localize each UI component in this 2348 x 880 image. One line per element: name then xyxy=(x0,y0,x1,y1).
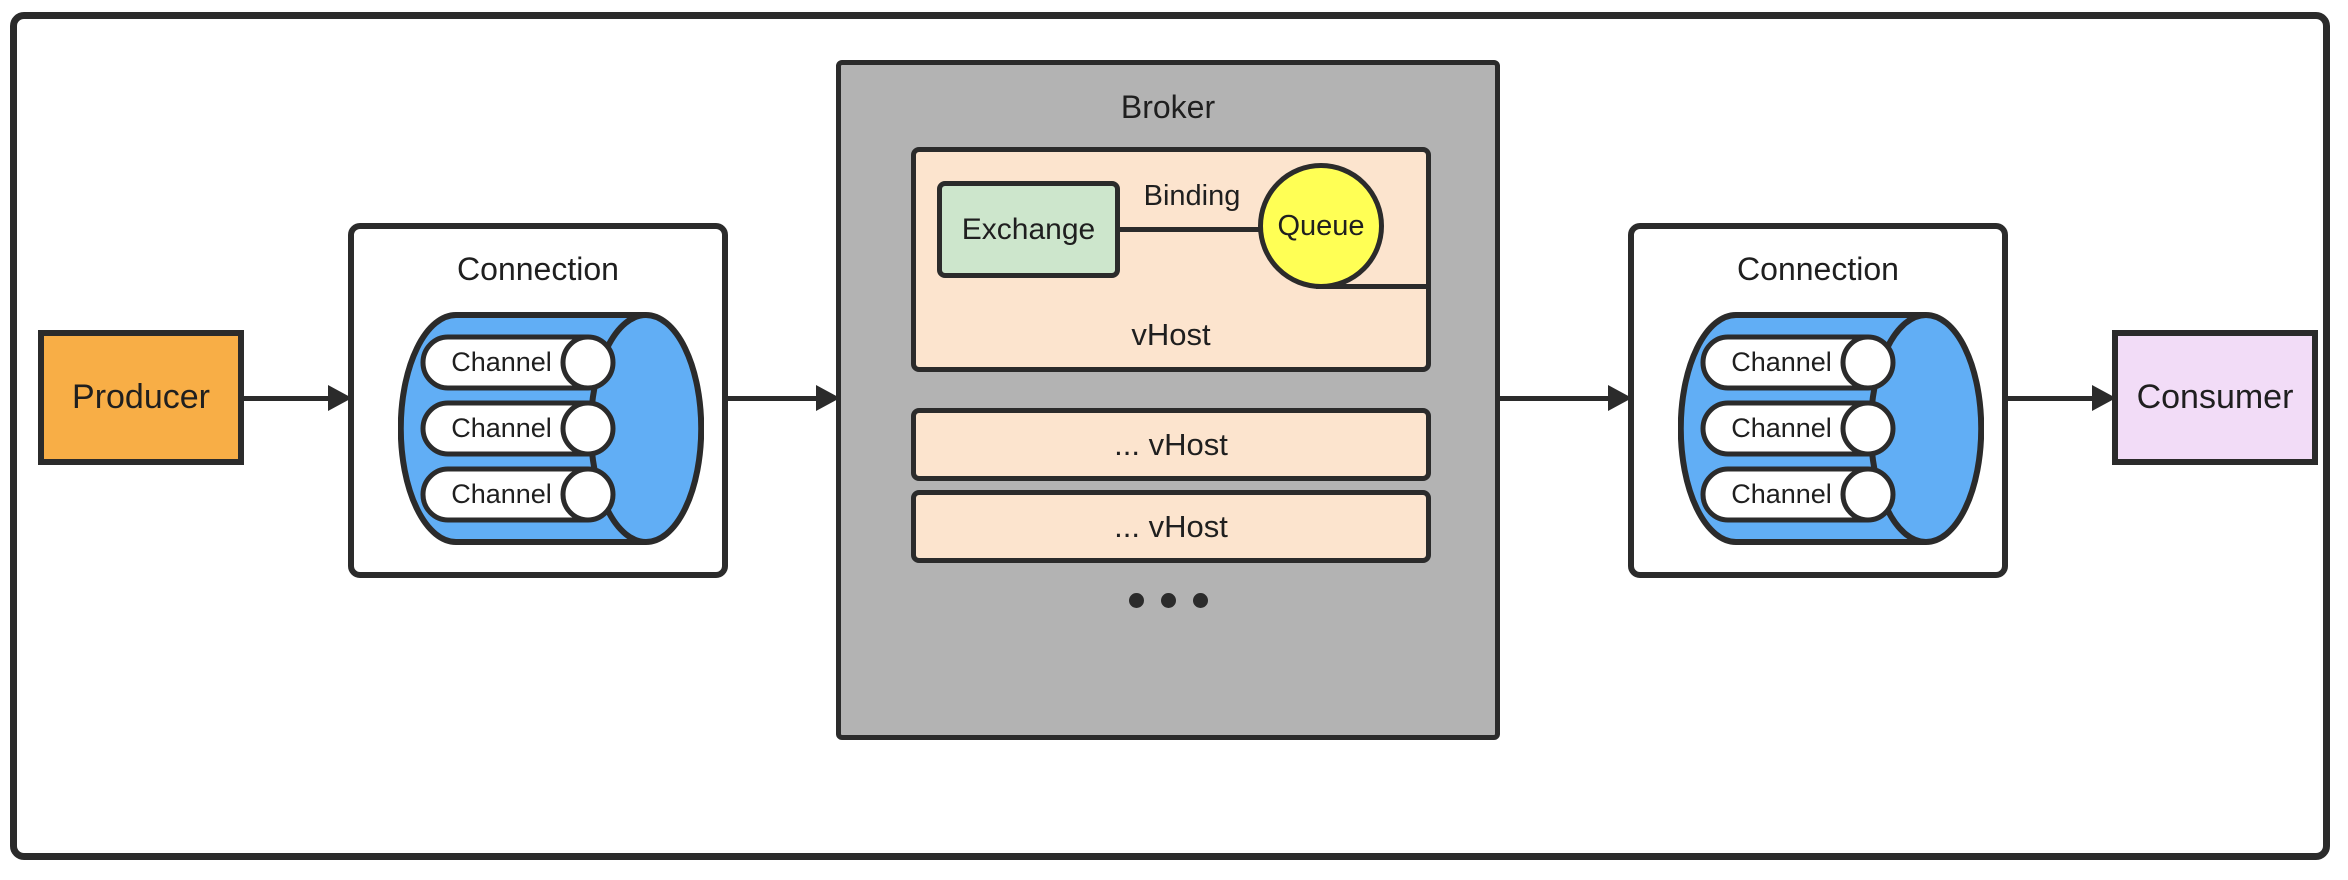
binding-connector xyxy=(1120,227,1261,232)
vhost-stub-label: ... vHost xyxy=(1114,508,1228,544)
broker-title: Broker xyxy=(1120,89,1216,125)
producer-label: Producer xyxy=(72,378,210,416)
channel-item[interactable]: Channel xyxy=(420,466,616,523)
dot-icon xyxy=(1160,593,1176,608)
consumer-label: Consumer xyxy=(2136,378,2294,416)
channel-item[interactable]: Channel xyxy=(1700,466,1896,523)
vhost-label: vHost xyxy=(1131,317,1211,352)
arrow-connection-to-consumer xyxy=(2008,385,2116,411)
channel-cylinder-icon xyxy=(1700,400,1896,457)
channel-item[interactable]: Channel xyxy=(420,400,616,457)
vhost-main[interactable]: Exchange Binding Queue vHost xyxy=(911,147,1431,372)
broker-panel[interactable]: Broker Exchange Binding Queue vHost ... … xyxy=(836,60,1500,740)
channel-cylinder-icon xyxy=(420,466,616,523)
producer-node[interactable]: Producer xyxy=(38,330,244,465)
exchange-node[interactable]: Exchange xyxy=(937,181,1120,278)
channel-cylinder-icon xyxy=(1700,334,1896,391)
vhost-stub-label: ... vHost xyxy=(1114,426,1228,462)
channel-cylinder-icon xyxy=(420,334,616,391)
arrow-broker-to-connection xyxy=(1496,385,1632,411)
binding-label: Binding xyxy=(1143,180,1241,212)
arrow-line xyxy=(1496,395,1609,401)
arrow-producer-to-connection xyxy=(244,385,352,411)
connection-title: Connection xyxy=(457,251,619,287)
dot-icon xyxy=(1128,593,1144,608)
vhost-stub[interactable]: ... vHost xyxy=(911,490,1431,563)
arrow-line xyxy=(728,395,817,401)
connection-title: Connection xyxy=(1737,251,1899,287)
vhost-stub[interactable]: ... vHost xyxy=(911,408,1431,481)
dot-icon xyxy=(1192,593,1208,608)
arrow-line xyxy=(2008,395,2093,401)
channel-cylinder-icon xyxy=(420,400,616,457)
channel-cylinder-icon xyxy=(1700,466,1896,523)
queue-node[interactable]: Queue xyxy=(1258,163,1384,289)
connection-panel-producer-side[interactable]: Connection Channel Channel xyxy=(348,223,728,578)
queue-tail-line xyxy=(1316,284,1426,289)
queue-label: Queue xyxy=(1277,209,1365,242)
exchange-label: Exchange xyxy=(961,212,1096,246)
channel-item[interactable]: Channel xyxy=(1700,400,1896,457)
channel-item[interactable]: Channel xyxy=(420,334,616,391)
arrow-connection-to-broker xyxy=(728,385,840,411)
consumer-node[interactable]: Consumer xyxy=(2112,330,2318,465)
connection-cylinder: Channel Channel Channel xyxy=(398,312,704,545)
more-vhosts-ellipsis-icon xyxy=(841,593,1495,608)
connection-panel-consumer-side[interactable]: Connection Channel Channel xyxy=(1628,223,2008,578)
channel-item[interactable]: Channel xyxy=(1700,334,1896,391)
arrow-line xyxy=(244,395,329,401)
connection-cylinder: Channel Channel Channel xyxy=(1678,312,1984,545)
